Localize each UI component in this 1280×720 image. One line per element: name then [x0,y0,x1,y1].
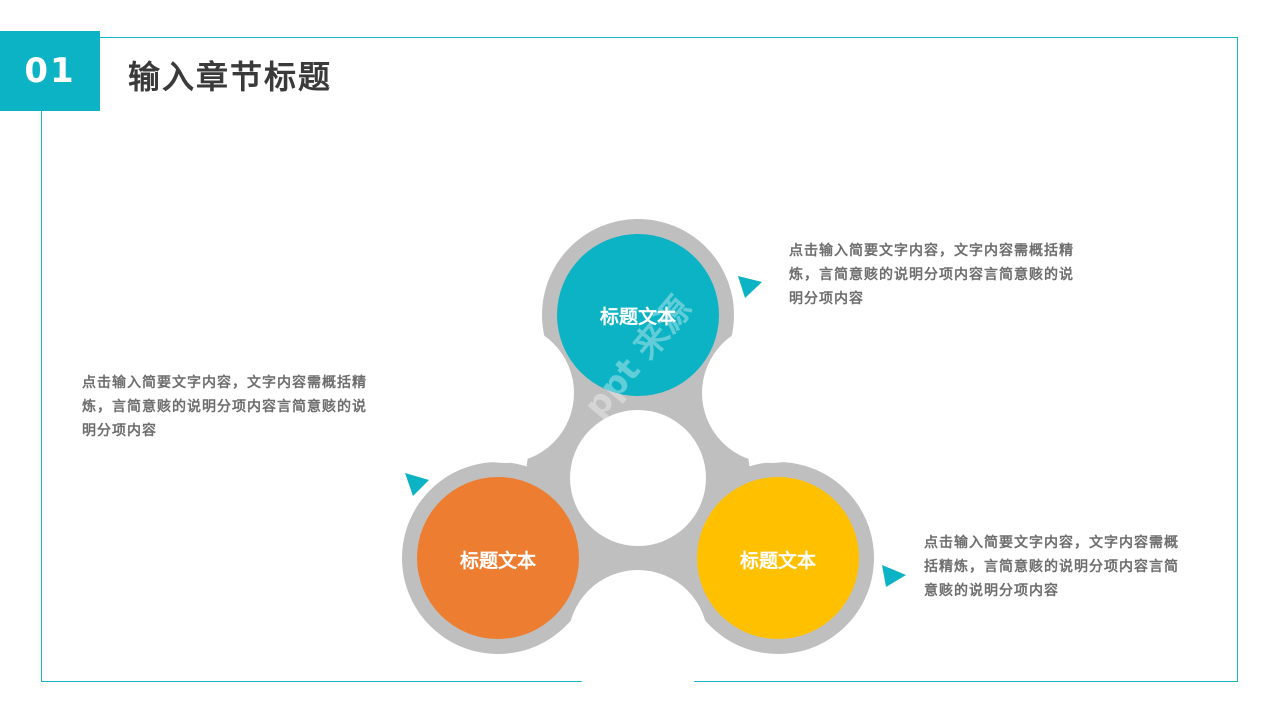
description-right-line: 括精炼，言简意赅的说明分项内容言简 [924,559,1179,575]
pointer-top-icon [738,276,762,298]
node-top-circle[interactable] [557,234,719,396]
node-right-circle[interactable] [697,477,859,639]
description-right-line: 意赅的说明分项内容 [924,583,1059,599]
node-top-label: 标题文本 [600,305,676,328]
pointer-left-icon [405,473,429,496]
description-left[interactable]: 点击输入简要文字内容，文字内容需概括精 炼，言简意赅的说明分项内容言简意赅的说 … [82,371,402,443]
section-number-badge: 01 [0,31,100,111]
description-right-line: 点击输入简要文字内容，文字内容需概 [924,535,1179,551]
center-hole [570,410,706,546]
node-left-label: 标题文本 [460,549,536,572]
connector-cutouts [434,323,842,710]
node-right-label: 标题文本 [740,549,816,572]
pointer-right-icon [882,565,906,587]
description-right[interactable]: 点击输入简要文字内容，文字内容需概 括精炼，言简意赅的说明分项内容言简 意赅的说… [924,531,1209,603]
description-top-line: 炼，言简意赅的说明分项内容言简意赅的说 [789,267,1074,283]
description-top-line: 点击输入简要文字内容，文字内容需概括精 [789,243,1074,259]
description-left-line: 点击输入简要文字内容，文字内容需概括精 [82,375,367,391]
description-top-line: 明分项内容 [789,291,864,307]
description-left-line: 炼，言简意赅的说明分项内容言简意赅的说 [82,399,367,415]
section-title[interactable]: 输入章节标题 [128,58,333,96]
description-left-line: 明分项内容 [82,423,157,439]
node-left-circle[interactable] [417,477,579,639]
description-top[interactable]: 点击输入简要文字内容，文字内容需概括精 炼，言简意赅的说明分项内容言简意赅的说 … [789,239,1109,311]
